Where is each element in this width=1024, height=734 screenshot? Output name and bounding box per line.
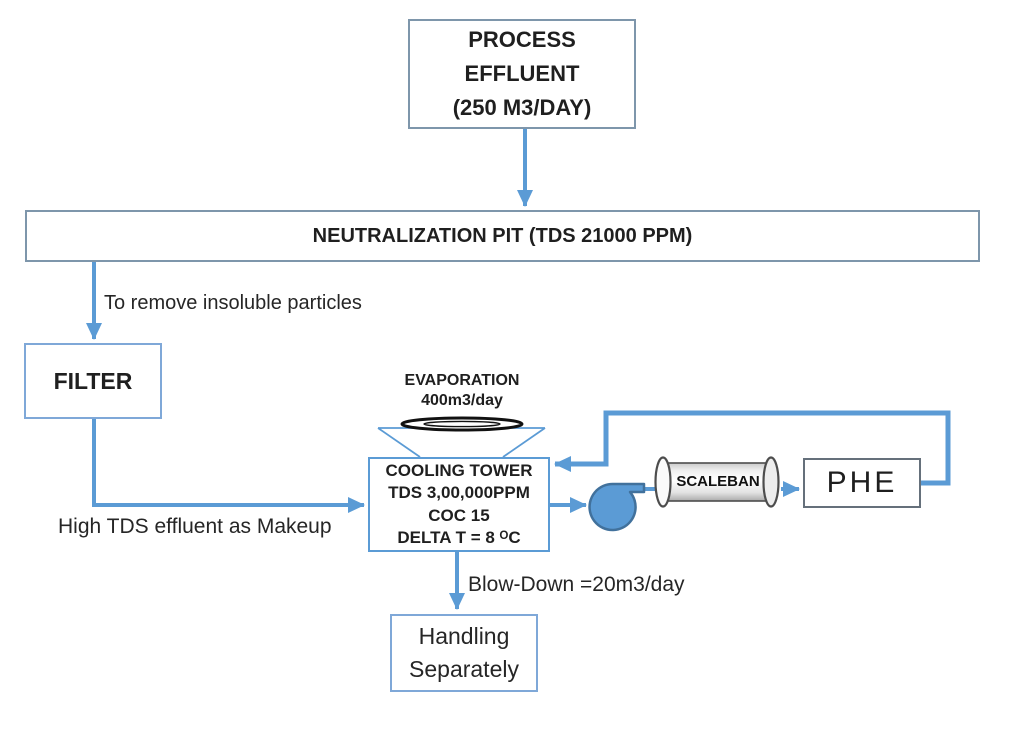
scaleban-label: SCALEBAN <box>676 473 760 490</box>
handling-separately-box: Handling Separately <box>390 614 538 692</box>
cooling-tower-box: COOLING TOWER TDS 3,00,000PPM COC 15 DEL… <box>368 457 550 552</box>
high-tds-makeup-label: High TDS effluent as Makeup <box>58 515 332 538</box>
process-effluent-line1: PROCESS <box>468 27 576 52</box>
handling-line1: Handling <box>418 623 510 649</box>
cooling-tower-funnel-shape <box>377 427 546 458</box>
neutralization-pit-box: NEUTRALIZATION PIT (TDS 21000 PPM) <box>25 210 980 262</box>
blow-down-label: Blow-Down =20m3/day <box>468 573 685 596</box>
cooling-tower-line4: DELTA T = 8 ᴼC <box>397 528 521 547</box>
cooling-tower-line3: COC 15 <box>428 505 490 525</box>
cooling-tower-line2: TDS 3,00,000PPM <box>388 483 530 502</box>
filter-box: FILTER <box>24 343 162 419</box>
process-effluent-box: PROCESS EFFLUENT (250 M3/DAY) <box>408 19 636 129</box>
scaleban-vessel <box>654 456 780 508</box>
connector-phe-return-to-cooling-tower <box>554 410 951 486</box>
filter-label: FILTER <box>53 367 133 394</box>
evaporation-line2: 400m3/day <box>421 392 503 409</box>
process-effluent-line2: EFFLUENT <box>464 61 580 86</box>
cooling-tower-line1: COOLING TOWER <box>385 460 533 480</box>
phe-label: PHE <box>826 466 898 499</box>
evaporation-fan-icon <box>400 416 524 432</box>
handling-line2: Separately <box>409 656 519 682</box>
phe-box: PHE <box>803 458 921 508</box>
connector-filter-to-cooling-tower <box>92 418 365 513</box>
neutralization-pit-label: NEUTRALIZATION PIT (TDS 21000 PPM) <box>312 224 693 247</box>
process-effluent-line3: (250 M3/DAY) <box>452 95 592 120</box>
evaporation-label: EVAPORATION 400m3/day <box>377 371 547 411</box>
evaporation-line1: EVAPORATION <box>404 372 520 389</box>
to-remove-particles-label: To remove insoluble particles <box>104 292 362 314</box>
pump-icon <box>588 482 646 532</box>
